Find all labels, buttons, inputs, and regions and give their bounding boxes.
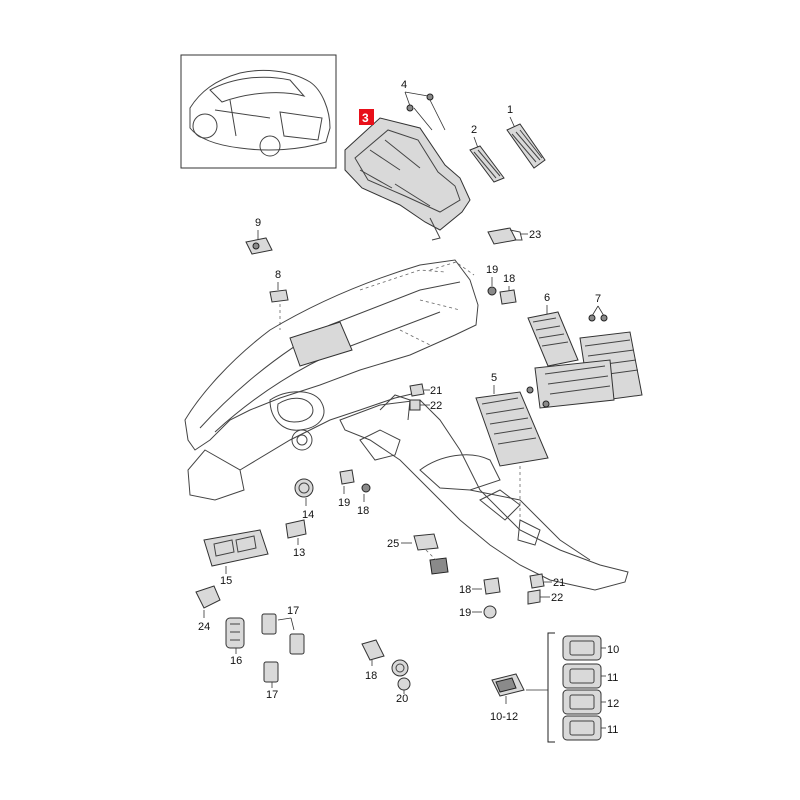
part-14-knob: 14 bbox=[294, 478, 314, 521]
vehicle-inset bbox=[180, 54, 337, 169]
part-13-switch: 13 bbox=[285, 519, 307, 559]
part-15-panel: 15 bbox=[203, 529, 269, 587]
part-3-highlight-box bbox=[359, 109, 374, 125]
callout-19b: 19 bbox=[338, 497, 350, 509]
callout-22a: 22 bbox=[430, 400, 442, 412]
part-4-screws: 4 bbox=[401, 79, 446, 131]
callout-19c: 19 bbox=[459, 607, 471, 619]
part-8-speaker-mount: 8 bbox=[269, 269, 289, 330]
part-18-20-lower: 18 20 bbox=[361, 639, 411, 705]
callout-20: 20 bbox=[396, 693, 408, 705]
part-24: 24 bbox=[195, 585, 221, 633]
part-17-switches: 17 17 bbox=[261, 605, 305, 701]
callout-3: 3 bbox=[362, 111, 369, 125]
callout-12: 12 bbox=[607, 698, 619, 710]
callout-16: 16 bbox=[230, 655, 242, 667]
callout-11b: 11 bbox=[607, 724, 618, 736]
part-2-trim: 2 bbox=[469, 124, 505, 183]
callout-6: 6 bbox=[544, 292, 550, 304]
callout-15: 15 bbox=[220, 575, 232, 587]
callout-18c: 18 bbox=[365, 670, 377, 682]
callout-8: 8 bbox=[275, 269, 281, 281]
part-21-22-upper: 21 22 bbox=[409, 383, 442, 412]
button-10: 10 bbox=[562, 635, 619, 661]
button-panel-group: 10-12 10 11 12 11 bbox=[490, 632, 619, 743]
callout-21a: 21 bbox=[430, 385, 442, 397]
part-25: 25 bbox=[387, 533, 449, 575]
callout-18d: 18 bbox=[459, 584, 471, 596]
callout-14: 14 bbox=[302, 509, 314, 521]
callout-21b: 21 bbox=[553, 577, 565, 589]
part-18-19-right: 18 19 bbox=[459, 577, 501, 619]
part-9-sensor: 9 bbox=[245, 217, 273, 255]
callout-17a: 17 bbox=[287, 605, 299, 617]
part-6-vent: 6 bbox=[527, 292, 579, 367]
callout-5: 5 bbox=[491, 372, 497, 384]
part-7-screws: 7 bbox=[588, 293, 608, 322]
part-5-vent: 5 bbox=[475, 372, 550, 520]
callout-10: 10 bbox=[607, 644, 619, 656]
callout-9: 9 bbox=[255, 217, 261, 229]
part-1-trim: 1 bbox=[506, 104, 546, 169]
part-21-22-lower: 21 22 bbox=[527, 573, 565, 605]
button-12: 12 bbox=[562, 689, 619, 715]
callout-10-12: 10-12 bbox=[490, 711, 518, 723]
callout-18a: 18 bbox=[503, 273, 515, 285]
part-19-18-upper: 19 18 bbox=[486, 264, 517, 305]
car-outline-icon bbox=[189, 69, 331, 157]
callout-13: 13 bbox=[293, 547, 305, 559]
part-23-switch: 23 bbox=[487, 227, 541, 245]
button-11a: 11 bbox=[562, 663, 618, 689]
callout-7: 7 bbox=[595, 293, 601, 305]
callout-11a: 11 bbox=[607, 672, 618, 684]
part-3-console-bracket[interactable] bbox=[344, 117, 471, 241]
callout-25: 25 bbox=[387, 538, 399, 550]
callout-19a: 19 bbox=[486, 264, 498, 276]
dashboard-assembly bbox=[184, 259, 629, 591]
button-11b: 11 bbox=[562, 715, 618, 741]
callout-24: 24 bbox=[198, 621, 210, 633]
callout-2: 2 bbox=[471, 124, 477, 136]
part-vent-cluster bbox=[534, 331, 643, 409]
part-16-switch: 16 bbox=[225, 617, 245, 667]
callout-18b: 18 bbox=[357, 505, 369, 517]
callout-23: 23 bbox=[529, 229, 541, 241]
callout-1: 1 bbox=[507, 104, 513, 116]
callout-17b: 17 bbox=[266, 689, 278, 701]
part-19-18-mid: 19 18 bbox=[338, 469, 371, 517]
callout-4: 4 bbox=[401, 79, 407, 91]
callout-22b: 22 bbox=[551, 592, 563, 604]
